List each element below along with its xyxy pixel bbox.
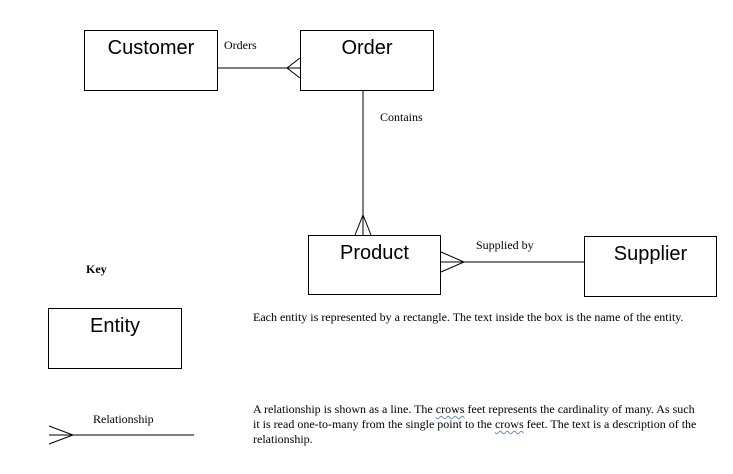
relationship-desc-part2: feet represents the cardinality of many.… [253, 402, 695, 431]
legend-entity-label: Entity [89, 315, 141, 337]
legend-entity-box: Entity [48, 308, 182, 369]
contains-crows-foot [354, 213, 372, 236]
relationship-desc-part1: A relationship is shown as a line. The [253, 402, 436, 416]
supplied-by-crows-foot [440, 251, 466, 273]
relationship-desc-part3: feet. The text is a description of the r… [253, 417, 697, 446]
product-entity-label: Product [340, 242, 409, 264]
legend-crows-foot [48, 425, 75, 445]
entity-description: Each entity is represented by a rectangl… [253, 310, 684, 324]
customer-entity-label: Customer [107, 37, 195, 59]
supplier-entity-label: Supplier [613, 243, 688, 265]
relationship-desc-crows2: crows [494, 417, 524, 431]
product-entity: Product [308, 235, 441, 295]
supplied-by-relationship-label: Supplied by [476, 238, 534, 252]
customer-entity: Customer [84, 30, 218, 91]
contains-relationship-label: Contains [380, 110, 423, 124]
key-title: Key [86, 262, 107, 276]
order-entity: Order [300, 30, 434, 91]
orders-crows-foot [286, 57, 301, 79]
relationship-description: A relationship is shown as a line. The c… [253, 402, 703, 447]
legend-relationship-label: Relationship [93, 412, 154, 426]
orders-relationship-label: Orders [224, 38, 257, 52]
order-entity-label: Order [341, 37, 393, 59]
supplier-entity: Supplier [584, 236, 717, 297]
relationship-desc-crows1: crows [435, 402, 465, 416]
